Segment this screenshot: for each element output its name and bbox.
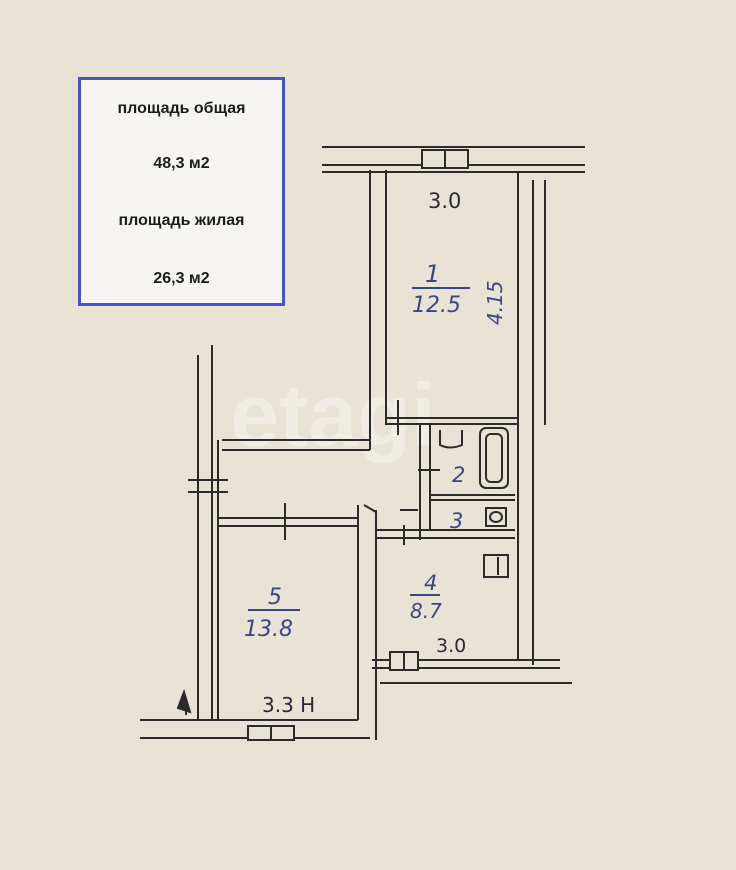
room-1-number: 1 bbox=[425, 260, 440, 288]
room-1-length-dimension: 4.15 bbox=[483, 280, 507, 325]
room-4-number: 4 bbox=[424, 571, 437, 595]
room-5-number: 5 bbox=[268, 585, 282, 610]
room-3-number: 3 bbox=[450, 509, 463, 533]
watermark-text: etagi bbox=[230, 365, 435, 464]
room-4-area: 8.7 bbox=[410, 599, 442, 623]
area-summary-box: площадь общая 48,3 м2 площадь жилая 26,3… bbox=[78, 77, 285, 306]
room-5-width-dimension: 3.3 Н bbox=[262, 693, 315, 717]
room-2-number: 2 bbox=[452, 463, 465, 487]
room-1-width-dimension: 3.0 bbox=[428, 189, 461, 213]
room-1-area: 12.5 bbox=[412, 293, 461, 318]
walls bbox=[140, 146, 585, 741]
living-area-label: площадь жилая bbox=[118, 212, 245, 229]
room-5-area: 13.8 bbox=[244, 617, 293, 642]
total-area-label: площадь общая bbox=[117, 100, 246, 117]
living-area-value: 26,3 м2 bbox=[153, 270, 210, 287]
room-4-width-dimension: 3.0 bbox=[436, 635, 466, 657]
total-area-value: 48,3 м2 bbox=[153, 155, 210, 172]
